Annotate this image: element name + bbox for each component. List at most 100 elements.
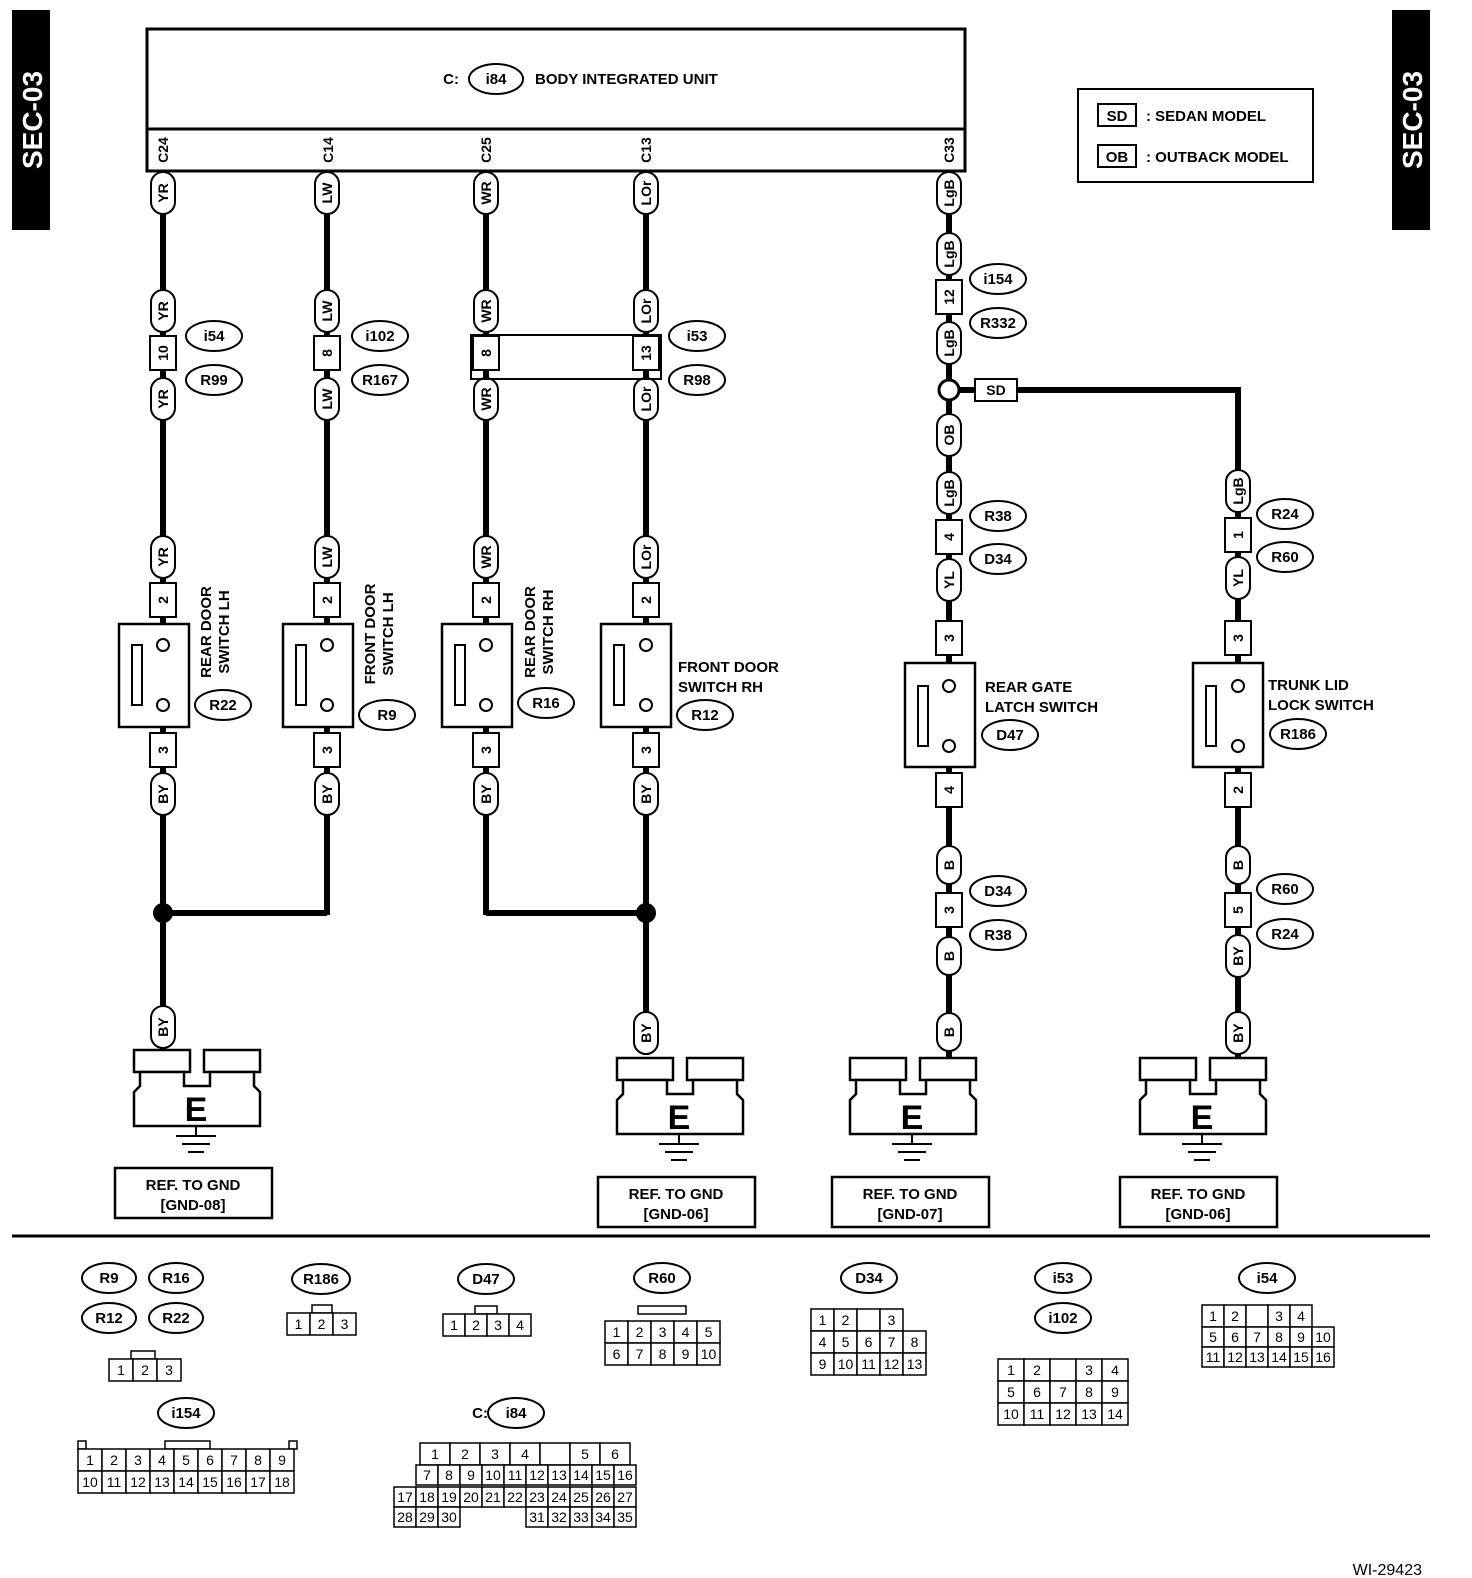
connector-pin-label: 9 — [819, 1356, 827, 1372]
svg-text:E: E — [901, 1099, 924, 1137]
connector-pin-label: 33 — [573, 1509, 589, 1525]
svg-text:YR: YR — [155, 389, 171, 408]
svg-text:3: 3 — [638, 746, 654, 754]
connector-pin-label: 4 — [158, 1452, 166, 1468]
connector-blank-cell — [539, 1442, 571, 1466]
svg-text:C25: C25 — [478, 137, 494, 163]
unit-pins: C24 C14 C25 C13 C33 — [155, 137, 957, 163]
front-door-switch-lh: FRONT DOOR SWITCH LH — [281, 583, 397, 729]
connector-pin-label: 34 — [595, 1509, 611, 1525]
connector-pin-label: 6 — [611, 1446, 619, 1462]
svg-text:B: B — [941, 1027, 957, 1037]
connector-pin-label: 27 — [617, 1489, 633, 1505]
connector-pin-label: 1 — [613, 1324, 621, 1340]
connector-pin-label: 22 — [507, 1489, 523, 1505]
connector-pin-label: 9 — [1297, 1329, 1305, 1345]
connector-pin-label: 1 — [86, 1452, 94, 1468]
connector-pin-label: 8 — [1275, 1329, 1283, 1345]
svg-text:i54: i54 — [204, 328, 226, 345]
connector-pin-label: 17 — [250, 1474, 266, 1490]
connector-pin-label: 13 — [907, 1356, 923, 1372]
connector-pin-label: 13 — [551, 1467, 567, 1483]
svg-text:REF. TO GND: REF. TO GND — [629, 1186, 724, 1203]
svg-text:C:: C: — [472, 1405, 488, 1422]
svg-text:R186: R186 — [1280, 726, 1316, 743]
svg-text:OB: OB — [1106, 149, 1129, 166]
connector-pin-label: 28 — [397, 1509, 413, 1525]
connector-pin-label: 12 — [130, 1474, 146, 1490]
connector-pin-label: 2 — [1033, 1362, 1041, 1378]
svg-text:SWITCH RH: SWITCH RH — [540, 590, 557, 675]
connector-pin-label: 3 — [341, 1316, 349, 1332]
front-door-switch-rh: FRONT DOOR SWITCH RH — [599, 622, 779, 729]
svg-text:D47: D47 — [472, 1271, 500, 1288]
connector-pin-label: 5 — [1007, 1384, 1015, 1400]
connector-pin-label: 2 — [110, 1452, 118, 1468]
svg-text:5: 5 — [1230, 906, 1246, 914]
rear-gate-latch-switch: REAR GATE LATCH SWITCH — [903, 661, 1098, 769]
connector-pin-label: 2 — [141, 1362, 149, 1378]
connector-view-tags: R9 R16 R12 R22 R186 D47 R60 D34 i53 i102… — [81, 1262, 1296, 1429]
connector-pin-label: 7 — [1059, 1384, 1067, 1400]
svg-text:TRUNK LID: TRUNK LID — [1268, 677, 1349, 694]
svg-text:SD: SD — [986, 382, 1005, 398]
svg-text:[GND-06]: [GND-06] — [643, 1206, 708, 1223]
connector-pin-label: 14 — [1271, 1349, 1287, 1365]
svg-text:R16: R16 — [532, 695, 560, 712]
connector-pin-label: 12 — [1227, 1349, 1243, 1365]
svg-text:: OUTBACK MODEL: : OUTBACK MODEL — [1146, 149, 1289, 166]
rear-door-switch-rh: REAR DOOR SWITCH RH — [440, 586, 557, 729]
svg-text:LOr: LOr — [638, 544, 654, 569]
svg-text:i154: i154 — [171, 1405, 201, 1422]
svg-text:SEC-03: SEC-03 — [1397, 71, 1428, 169]
svg-text:3: 3 — [478, 746, 494, 754]
svg-text:R60: R60 — [1271, 549, 1299, 566]
svg-text:LOCK SWITCH: LOCK SWITCH — [1268, 697, 1374, 714]
svg-text:R12: R12 — [95, 1310, 123, 1327]
svg-text:REF. TO GND: REF. TO GND — [863, 1186, 958, 1203]
connector-pin-label: 5 — [1209, 1329, 1217, 1345]
switches: REAR DOOR SWITCH LH FRONT DOOR SWITCH LH… — [117, 583, 1374, 769]
connector-pin-label: 2 — [1231, 1308, 1239, 1324]
svg-text:B: B — [941, 860, 957, 870]
svg-text:WR: WR — [478, 387, 494, 410]
splice-left — [153, 903, 173, 923]
connector-pin-label: 4 — [521, 1446, 529, 1462]
svg-text:YR: YR — [155, 547, 171, 566]
connector-pin-label: 4 — [1297, 1308, 1305, 1324]
unit-connector-code: i84 — [486, 71, 508, 88]
svg-text:R99: R99 — [200, 372, 228, 389]
svg-text:WR: WR — [478, 299, 494, 322]
svg-text:LgB: LgB — [941, 240, 957, 267]
rear-door-switch-lh: REAR DOOR SWITCH LH — [117, 586, 233, 729]
connector-pin-label: 8 — [445, 1467, 453, 1483]
connector-pin-label: 11 — [861, 1356, 876, 1372]
svg-text:LgB: LgB — [941, 179, 957, 206]
connector-pin-label: 4 — [516, 1317, 524, 1333]
model-split-node — [937, 378, 961, 402]
svg-text:WR: WR — [478, 545, 494, 568]
connector-pin-label: 1 — [450, 1317, 458, 1333]
connector-pin-label: 32 — [551, 1509, 567, 1525]
svg-text:i54: i54 — [1257, 1270, 1279, 1287]
svg-text:SWITCH LH: SWITCH LH — [216, 590, 233, 673]
svg-text:3: 3 — [941, 906, 957, 914]
connector-pin-label: 10 — [1315, 1329, 1331, 1345]
connector-pin-cell — [1311, 1346, 1335, 1368]
connector-pin-label: 5 — [581, 1446, 589, 1462]
svg-text:R38: R38 — [984, 927, 1012, 944]
connector-pin-label: 15 — [1293, 1349, 1309, 1365]
svg-text:2: 2 — [155, 596, 171, 604]
connector-pin-label: 10 — [838, 1356, 854, 1372]
svg-text:REF. TO GND: REF. TO GND — [1151, 1186, 1246, 1203]
connector-pin-label: 26 — [595, 1489, 611, 1505]
connector-pin-label: 3 — [659, 1324, 667, 1340]
connector-pin-label: 18 — [274, 1474, 290, 1490]
connector-pin-label: 9 — [278, 1452, 286, 1468]
connector-pin-label: 9 — [467, 1467, 475, 1483]
connector-pin-label: 14 — [1107, 1406, 1123, 1422]
connector-pin-label: 6 — [1033, 1384, 1041, 1400]
connector-pin-label: 1 — [295, 1316, 303, 1332]
svg-text:10: 10 — [155, 345, 171, 361]
